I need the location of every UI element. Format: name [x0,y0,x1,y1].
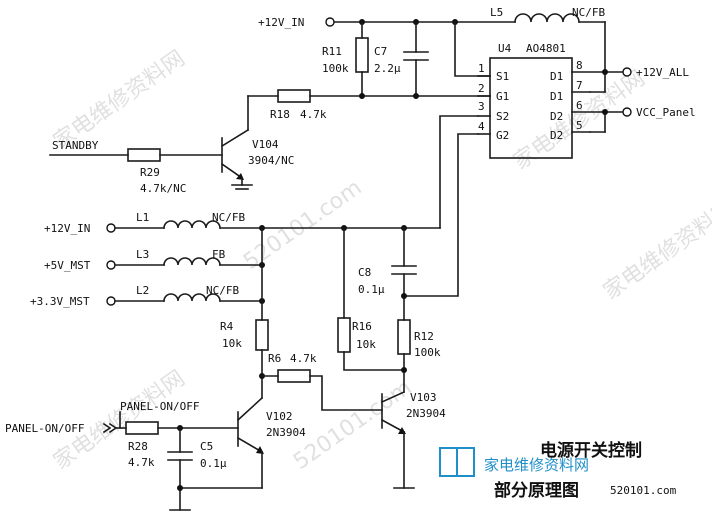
u4-pin-d2b: D2 [550,129,563,142]
u4-ref: U4 [498,42,512,55]
net-label-panel-onoff: PANEL-ON/OFF [120,400,199,413]
resistor-r12 [397,319,411,393]
l5-value: NC/FB [572,6,605,19]
v104-ref: V104 [252,138,279,151]
caption-line-2: 部分原理图 [494,480,579,501]
r16-value: 10k [356,338,376,351]
l5-ref: L5 [490,6,503,19]
net-label-standby: STANDBY [52,139,99,152]
r29-ref: R29 [140,166,160,179]
u4-part: AO4801 [526,42,566,55]
capacitor-c8 [391,227,417,321]
u4-pin-g1: G1 [496,90,509,103]
u4-outputs [589,67,632,133]
s2-wire [439,115,479,229]
u4-pin-3: 3 [478,100,485,113]
resistor-r16 [337,227,405,371]
v103-ref: V103 [410,391,437,404]
u4-pin-d1a: D1 [550,70,563,83]
watermark-url-2: 520101.com [289,375,416,475]
u4-pin-6: 6 [576,99,583,112]
input-rails [106,220,441,321]
net-label-3v3-mst: +3.3V_MST [30,295,90,308]
g2-wire [403,133,479,297]
c5-value: 0.1μ [200,457,227,470]
u4-pin-2: 2 [478,82,485,95]
u4-pin-s2: S2 [496,110,509,123]
capacitor-c7 [403,21,429,97]
resistor-r11 [355,21,369,97]
logo: 家电维修资料网 [439,447,589,477]
watermark-text-4: 家电维修资料网 [599,196,712,305]
r12-ref: R12 [414,330,434,343]
l2-value: NC/FB [206,284,239,297]
net-label-vcc-panel: VCC_Panel [636,106,696,119]
r6-ref: R6 [268,352,281,365]
r28-ref: R28 [128,440,148,453]
caption-line-1: 电源开关控制 [540,440,642,461]
resistor-r6 [261,369,383,411]
l1-ref: L1 [136,211,149,224]
u4-pin-7: 7 [576,79,583,92]
u4-pin-4: 4 [478,120,485,133]
r16-ref: R16 [352,320,372,333]
r4-value: 10k [222,337,242,350]
c5-ref: C5 [200,440,213,453]
u4-pin-5: 5 [576,119,583,132]
l3-value: FB [212,248,226,261]
r18-value: 4.7k [300,108,327,121]
v102-ref: V102 [266,410,293,423]
resistor-r4 [255,319,269,399]
transistor-v103 [380,390,415,489]
c7-value: 2.2μ [374,62,401,75]
standby-circuit [49,128,253,190]
watermark-url-1: 520101.com [239,175,366,275]
transistor-v102 [169,396,264,511]
c7-ref: C7 [374,45,387,58]
r4-ref: R4 [220,320,234,333]
c8-value: 0.1μ [358,283,385,296]
net-label-5v-mst: +5V_MST [44,259,91,272]
r29-value: 4.7k/NC [140,182,186,195]
u4-pin-8: 8 [576,59,583,72]
logo-url: 520101.com [610,484,677,497]
terminal-12v-in-top [325,17,335,27]
r18-ref: R18 [270,108,290,121]
g1-net [247,89,491,131]
net-label-12v-in: +12V_IN [44,222,90,235]
l1-value: NC/FB [212,211,245,224]
net-label-12v-all: +12V_ALL [636,66,689,79]
ic-u4 [477,57,606,159]
v102-part: 2N3904 [266,426,306,439]
r12-value: 100k [414,346,441,359]
s1-wire [454,21,491,77]
net-label-12v-in-top: +12V_IN [258,16,304,29]
r11-ref: R11 [322,45,342,58]
u4-pin-1: 1 [478,62,485,75]
u4-pin-d1b: D1 [550,90,563,103]
l2-ref: L2 [136,284,149,297]
l3-ref: L3 [136,248,149,261]
capacitor-c5 [167,427,193,491]
r11-value: 100k [322,62,349,75]
v104-part: 3904/NC [248,154,294,167]
top-rail [325,13,606,73]
v103-part: 2N3904 [406,407,446,420]
u4-pin-d2a: D2 [550,110,563,123]
logo-text: 家电维修资料网 [484,456,589,474]
c8-ref: C8 [358,266,371,279]
u4-pin-s1: S1 [496,70,509,83]
net-label-panel-onoff-in: PANEL-ON/OFF [5,422,84,435]
r6-value: 4.7k [290,352,317,365]
r28-value: 4.7k [128,456,155,469]
u4-pin-g2: G2 [496,129,509,142]
